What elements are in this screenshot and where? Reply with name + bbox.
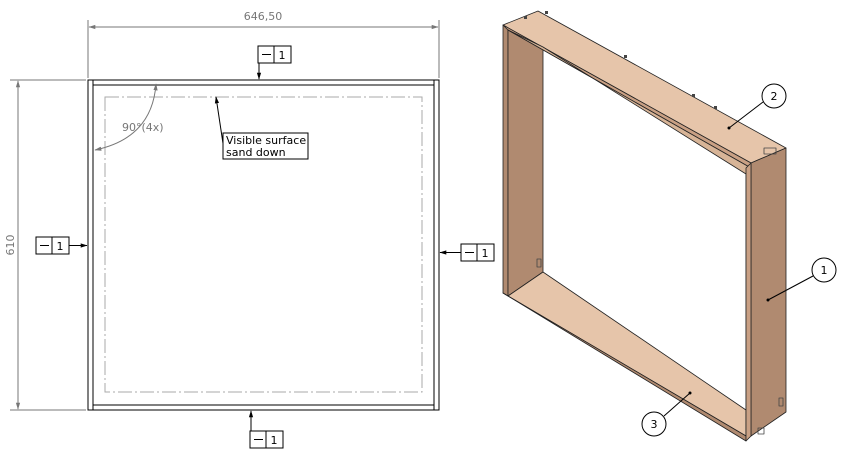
isometric-view <box>502 10 787 442</box>
top-panel-top-face <box>502 10 787 164</box>
datum-symbol-right: 1 <box>439 243 495 262</box>
balloon-3: 3 <box>641 391 692 437</box>
angle-dimension: 90°(4x) <box>94 83 164 151</box>
note-line-2: sand down <box>226 146 286 159</box>
width-dimension: 646,50 <box>87 10 440 78</box>
connector-detail <box>714 106 717 109</box>
balloon-2-number: 2 <box>771 90 778 103</box>
connector-detail <box>536 258 542 268</box>
left-post-outer-edge <box>502 24 509 297</box>
connector-detail <box>757 427 765 435</box>
height-dimension-value: 610 <box>4 235 17 256</box>
datum-bottom-label: 1 <box>271 434 278 447</box>
balloon-2: 2 <box>727 83 787 130</box>
frame-outer-edge <box>87 79 440 411</box>
right-post-front-edge <box>745 162 752 442</box>
connector-detail <box>545 11 548 14</box>
surface-note: Visible surface sand down <box>214 96 309 160</box>
top-panel-underside <box>507 29 752 175</box>
note-box <box>222 132 309 160</box>
bottom-panel-front-edge <box>502 292 747 442</box>
connector-detail <box>624 55 627 58</box>
bottom-panel-top-face <box>507 271 747 437</box>
note-line-1: Visible surface <box>226 134 306 147</box>
visible-surface-outline <box>104 96 423 393</box>
balloon-1: 1 <box>766 257 837 302</box>
connector-detail <box>763 147 777 155</box>
datum-top-label: 1 <box>279 49 286 62</box>
connector-detail <box>692 94 695 97</box>
balloon-3-number: 3 <box>651 418 658 431</box>
datum-symbol-top: 1 <box>256 45 292 80</box>
connector-detail <box>778 397 784 407</box>
balloon-1-number: 1 <box>821 264 828 277</box>
left-post-inner-face <box>507 24 544 297</box>
connector-detail <box>524 16 527 19</box>
datum-right-label: 1 <box>482 247 489 260</box>
width-dimension-value: 646,50 <box>244 10 283 23</box>
datum-symbol-left: 1 <box>35 236 88 255</box>
height-dimension: 610 <box>4 79 86 411</box>
front-view <box>87 79 440 411</box>
angle-dimension-value: 90°(4x) <box>122 121 164 134</box>
datum-left-label: 1 <box>57 240 64 253</box>
right-post-outer-face <box>750 147 787 437</box>
datum-symbol-bottom: 1 <box>248 410 284 449</box>
